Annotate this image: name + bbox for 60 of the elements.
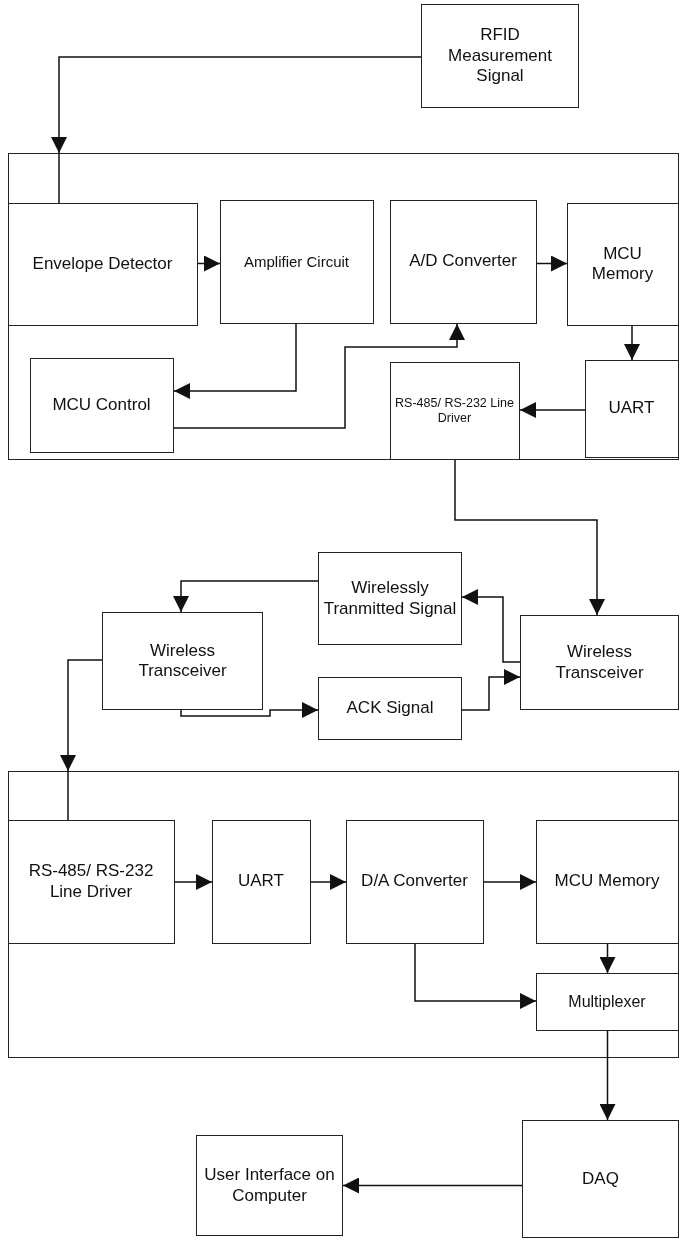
process-box <box>29 357 174 453</box>
arrow <box>483 874 537 890</box>
node-label: A/D Converter <box>408 251 518 272</box>
arrow <box>173 323 297 399</box>
process-box <box>7 819 175 944</box>
arrow <box>624 325 640 361</box>
block-container <box>8 153 679 460</box>
arrow <box>173 323 465 429</box>
arrow <box>536 255 568 272</box>
process-box <box>219 199 374 324</box>
process-box <box>566 202 679 326</box>
node-label: RS-485/ RS-232 Line Driver <box>27 861 155 902</box>
node-label: Wirelessly Tranmitted Signal <box>322 578 458 619</box>
arrow <box>51 56 422 154</box>
node-label: UART <box>607 398 656 419</box>
arrow <box>197 255 221 272</box>
arrow <box>461 669 521 711</box>
arrow <box>461 589 521 663</box>
node-label: DAQ <box>581 1168 620 1190</box>
process-box <box>196 1135 343 1236</box>
node-label: RFID Measurement Signal <box>447 25 553 87</box>
node-label: Multiplexer <box>567 991 647 1012</box>
arrow <box>599 1030 616 1121</box>
arrow <box>310 874 347 890</box>
node-label: MCU Memory <box>590 243 655 285</box>
process-box <box>584 359 679 458</box>
node-label: RS-485/ RS-232 Line Driver <box>394 395 515 426</box>
process-box <box>389 361 520 460</box>
node-label: Envelope Detector <box>31 253 174 275</box>
process-box <box>421 4 579 108</box>
arrow <box>414 943 537 1009</box>
process-box <box>520 615 679 710</box>
process-box <box>522 1120 679 1238</box>
arrow <box>60 659 103 772</box>
node-label: Wireless Transceiver <box>554 642 645 683</box>
node-label: MCU Control <box>51 394 152 416</box>
process-box <box>535 972 679 1031</box>
process-box <box>535 819 679 944</box>
node-label: MCU Memory <box>553 871 661 892</box>
process-box <box>102 612 263 710</box>
process-box <box>211 819 311 944</box>
node-label: Amplifier Circuit <box>243 252 350 271</box>
process-box <box>345 819 484 944</box>
node-label: ACK Signal <box>345 698 435 719</box>
arrow <box>454 459 605 616</box>
process-box <box>389 199 537 324</box>
arrow <box>342 1177 523 1194</box>
node-label: D/A Converter <box>360 871 469 892</box>
process-box <box>318 677 462 740</box>
process-box <box>7 202 198 326</box>
node-label: UART <box>237 871 285 892</box>
arrow <box>173 580 319 613</box>
node-label: User Interface on Computer <box>203 1165 336 1206</box>
arrow <box>599 943 616 974</box>
block-container <box>8 771 679 1058</box>
arrow <box>174 874 213 890</box>
process-box <box>318 552 462 645</box>
node-label: Wireless Transceiver <box>137 640 228 682</box>
arrow <box>519 402 586 418</box>
arrow <box>180 702 319 718</box>
